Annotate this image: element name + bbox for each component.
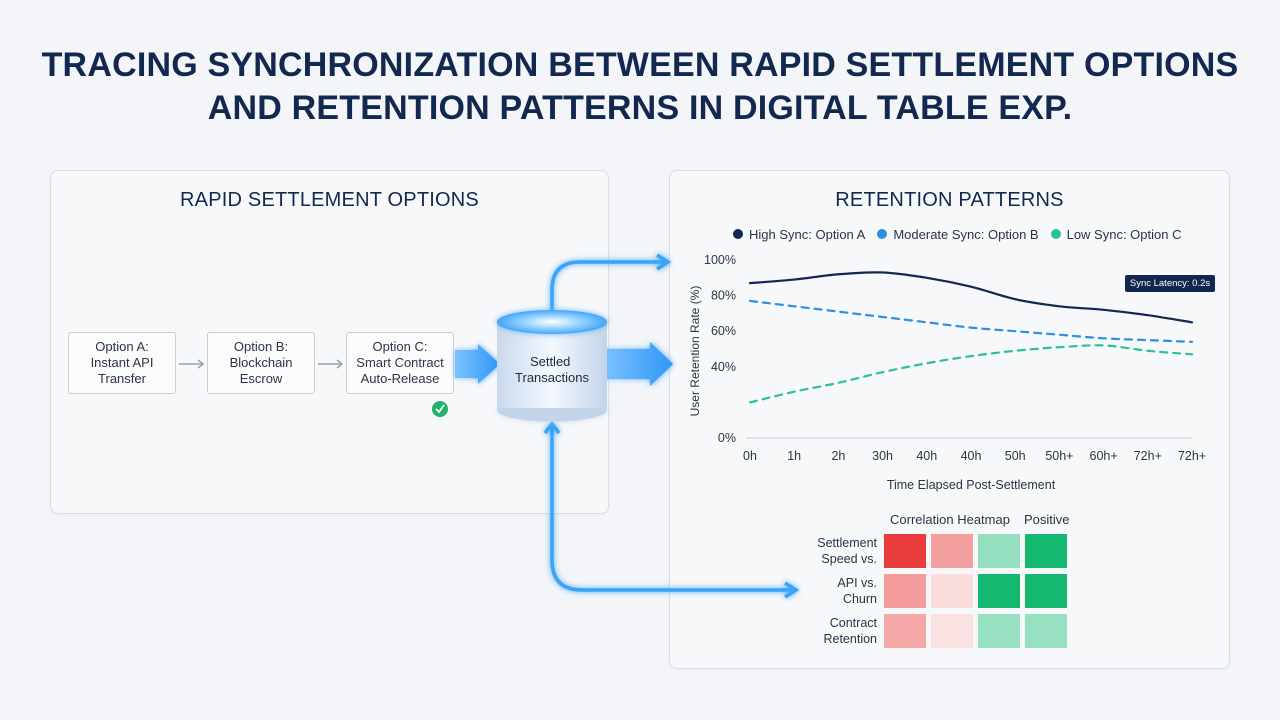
legend-item-low-sync[interactable]: Low Sync: Option C <box>1050 226 1182 242</box>
x-tick-label: 40h <box>916 449 937 463</box>
legend-dot-icon <box>1050 229 1061 239</box>
legend-label: High Sync: Option A <box>749 226 866 242</box>
x-axis-label: Time Elapsed Post-Settlement <box>887 478 1056 492</box>
option-a-box[interactable]: Option A: Instant API Transfer <box>68 332 176 394</box>
database-label: Settled Transactions <box>515 354 589 385</box>
option-c-box[interactable]: Option C: Smart Contract Auto-Release <box>346 332 454 394</box>
settlement-options-title: RAPID SETTLEMENT OPTIONS <box>180 189 479 211</box>
x-tick-label: 30h <box>872 449 893 463</box>
option-b-box[interactable]: Option B: Blockchain Escrow <box>207 332 315 394</box>
series-line-high-sync <box>748 271 1194 324</box>
arrow-a-to-b <box>179 359 205 369</box>
heatmap-cell[interactable] <box>978 614 1020 648</box>
x-tick-label: 50h <box>1005 449 1026 463</box>
x-tick-label: 72h+ <box>1134 449 1162 463</box>
heatmap-cell[interactable] <box>884 614 926 648</box>
heatmap-cell[interactable] <box>1025 534 1067 568</box>
legend-item-moderate-sync[interactable]: Moderate Sync: Option B <box>877 226 1039 242</box>
retention-patterns-title: RETENTION PATTERNS <box>835 189 1064 211</box>
arrow-database-down-to-heatmap <box>543 421 800 599</box>
heatmap-cell[interactable] <box>978 534 1020 568</box>
heatmap-row-label: Settlement Speed vs. <box>817 536 877 566</box>
retention-line-chart: 0% 40% 60% 80% 100% 0h 1h 2h 30h 40h 40h 50h 50h+ 60h… <box>688 253 1206 492</box>
legend-label: Low Sync: Option C <box>1066 226 1182 242</box>
series-line-low-sync <box>748 344 1194 404</box>
x-tick-label: 1h <box>787 449 801 463</box>
arrow-database-to-chart <box>604 342 673 386</box>
heatmap-row-label: Contract Retention <box>823 616 877 646</box>
legend-item-high-sync[interactable]: High Sync: Option A <box>733 227 865 242</box>
heatmap-positive-label: Positive <box>1024 512 1070 527</box>
legend-label: Moderate Sync: Option B <box>893 226 1039 242</box>
y-tick-label: 80% <box>711 289 736 303</box>
x-tick-label: 72h+ <box>1178 449 1206 463</box>
heatmap-cell[interactable] <box>1025 614 1067 648</box>
legend-dot-icon <box>877 229 888 239</box>
heatmap-cell[interactable] <box>978 574 1020 608</box>
heatmap-row-label: API vs. Churn <box>837 576 877 606</box>
y-tick-label: 40% <box>711 360 736 374</box>
series-line-moderate-sync <box>748 299 1194 343</box>
page-title: TRACING SYNCHRONIZATION BETWEEN RAPID SE… <box>0 44 1280 130</box>
chart-legend: High Sync: Option A Moderate Sync: Optio… <box>733 225 1181 243</box>
heatmap-cell[interactable] <box>884 574 926 608</box>
heatmap-cell[interactable] <box>884 534 926 568</box>
page-title-line-2: AND RETENTION PATTERNS IN DIGITAL TABLE … <box>207 89 1073 127</box>
heatmap-cell[interactable] <box>931 614 973 648</box>
heatmap-title: Correlation Heatmap <box>890 512 1010 527</box>
sync-latency-tooltip: Sync Latency: 0.2s <box>1125 275 1215 292</box>
heatmap-cell[interactable] <box>931 534 973 568</box>
page-title-line-1: TRACING SYNCHRONIZATION BETWEEN RAPID SE… <box>41 46 1239 84</box>
x-tick-label: 50h+ <box>1045 449 1073 463</box>
arrow-database-up-to-chart <box>550 253 672 320</box>
check-circle-icon <box>432 401 448 417</box>
y-tick-label: 0% <box>718 431 736 445</box>
x-tick-label: 60h+ <box>1090 449 1118 463</box>
arrow-option-c-to-database <box>455 344 500 384</box>
legend-dot-icon <box>733 229 743 239</box>
arrow-b-to-c <box>318 359 344 369</box>
x-tick-label: 40h <box>961 449 982 463</box>
heatmap-cell[interactable] <box>1025 574 1067 608</box>
y-tick-label: 100% <box>704 253 736 267</box>
database-cylinder-icon[interactable] <box>497 310 607 422</box>
y-tick-label: 60% <box>711 324 736 338</box>
y-axis-label: User Retention Rate (%) <box>688 286 702 417</box>
x-tick-label: 0h <box>743 449 757 463</box>
x-tick-label: 2h <box>831 449 845 463</box>
heatmap-cell[interactable] <box>931 574 973 608</box>
